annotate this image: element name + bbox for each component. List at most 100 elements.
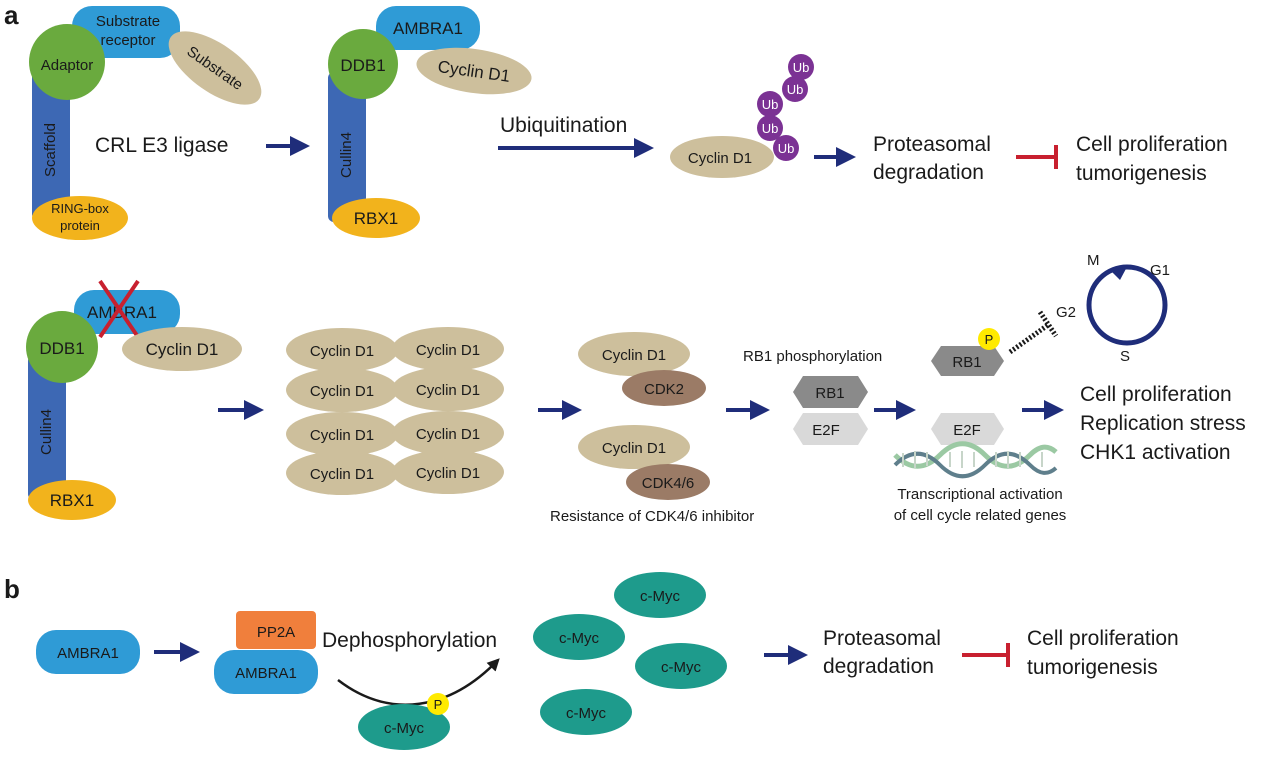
- adaptor-label: Adaptor: [41, 57, 94, 74]
- cmyc-shape: [635, 643, 727, 689]
- panel-label-a: a: [4, 0, 19, 30]
- cyclin-d1-substrate-shape: [416, 47, 532, 95]
- scaffold-label: Scaffold: [42, 123, 59, 177]
- cycle-m-label: M: [1087, 252, 1100, 269]
- proteasomal-line1: Proteasomal: [873, 133, 991, 156]
- ub-circle: [757, 91, 783, 117]
- dephosphorylation-label: Dephosphorylation: [322, 629, 497, 652]
- cyclin-d1-accum-shape: [392, 327, 504, 371]
- ddb1-shape: [328, 29, 398, 99]
- ambra1-pp2a-label: AMBRA1: [235, 665, 297, 682]
- ddb1-loss-label: DDB1: [39, 339, 84, 358]
- proteasomal-line2: degradation: [873, 161, 984, 184]
- cmyc-label: c-Myc: [661, 659, 701, 676]
- cyclin-d1-accum-label: Cyclin D1: [310, 343, 374, 360]
- cyclin-d1-ub-label: Cyclin D1: [688, 150, 752, 167]
- ring-box-label-line2: protein: [60, 218, 100, 233]
- free-e2f-hexagon: [931, 413, 1004, 445]
- cmyc-label: c-Myc: [559, 630, 599, 647]
- ub-text: Ub: [762, 121, 779, 136]
- ambra1-loss-shape: [74, 290, 180, 334]
- ambra1-b-label: AMBRA1: [57, 645, 119, 662]
- e2f-label: E2F: [812, 422, 840, 439]
- cyclin-d1-accum-shape: [392, 367, 504, 411]
- cyclin-d1-accum-shape: [286, 451, 398, 495]
- cyclin-d1-cdk46-shape: [578, 425, 690, 469]
- cyclin-d1-accum-shape: [286, 368, 398, 412]
- row3-outcome-line1: Cell proliferation: [1027, 627, 1179, 650]
- rb1-label: RB1: [815, 385, 844, 402]
- free-e2f-on-dna: E2F: [893, 413, 1058, 479]
- cyclin-d1-accum-shape: [392, 411, 504, 455]
- cmyc-label: c-Myc: [640, 588, 680, 605]
- cell-cycle-icon: M G1 G2 S: [1056, 252, 1170, 365]
- rb1-e2f-complex: RB1 E2F: [793, 376, 868, 445]
- cdk2-label: CDK2: [644, 381, 684, 398]
- ub-text: Ub: [762, 97, 779, 112]
- ub-text: Ub: [787, 82, 804, 97]
- scaffold-shape: [32, 70, 70, 220]
- cdk46-label: CDK4/6: [642, 475, 695, 492]
- phospho-rb1: RB1 P: [931, 328, 1004, 376]
- cell-cycle-ring: [1086, 264, 1168, 346]
- phospho-cmyc-label: c-Myc: [384, 720, 424, 737]
- prb1-hexagon: [931, 346, 1004, 376]
- crossed-out-mark: [98, 279, 140, 339]
- cyclin-d1-accum-label: Cyclin D1: [310, 427, 374, 444]
- prb1-label: RB1: [952, 354, 981, 371]
- pp2a-label: PP2A: [257, 624, 295, 641]
- rb1-hexagon: [793, 376, 868, 408]
- row2-outcome-2: Replication stress: [1080, 412, 1246, 435]
- cmyc-phosphate-label: P: [434, 697, 443, 712]
- row2-outcome-3: CHK1 activation: [1080, 441, 1231, 464]
- rbx1-label: RBX1: [354, 209, 398, 228]
- transcription-line1: Transcriptional activation: [897, 486, 1062, 503]
- ub-circle: [788, 54, 814, 80]
- phosphate-label: P: [985, 332, 994, 347]
- cell-cycle-arrowhead: [1112, 265, 1128, 280]
- cdk2-shape: [622, 370, 706, 406]
- ring-box-shape: [32, 196, 128, 240]
- ub-circle: [773, 135, 799, 161]
- cmyc-label: c-Myc: [566, 705, 606, 722]
- dephosphorylation-arrow: [337, 658, 500, 706]
- crl-e3-ligase-caption: CRL E3 ligase: [95, 134, 228, 157]
- pp2a-shape: [236, 611, 316, 649]
- cullin4-loss-label: Cullin4: [38, 409, 55, 455]
- ubiquitinated-cyclin-d1: Cyclin D1 Ub Ub Ub Ub Ub: [670, 54, 814, 178]
- substrate-shape: [168, 31, 262, 105]
- ddb1-label: DDB1: [340, 56, 385, 75]
- transcription-line2: of cell cycle related genes: [894, 507, 1067, 524]
- cdk46-shape: [626, 464, 710, 500]
- cycle-g1-label: G1: [1150, 262, 1170, 279]
- ub-text: Ub: [778, 141, 795, 156]
- cyclin-d1-free-shape: [122, 327, 242, 371]
- substrate-receptor-label-line1: Substrate: [96, 13, 160, 30]
- rb1-phosphorylation-label: RB1 phosphorylation: [743, 348, 882, 365]
- adaptor-shape: [29, 24, 105, 100]
- cmyc-shape: [614, 572, 706, 618]
- ubiquitination-label: Ubiquitination: [500, 114, 627, 137]
- ring-box-label-line1: RING-box: [51, 201, 109, 216]
- resistance-label: Resistance of CDK4/6 inhibitor: [550, 508, 754, 525]
- cyclin-d1-cdk2-shape: [578, 332, 690, 376]
- cmyc-cluster: c-Myc c-Myc c-Myc c-Myc: [533, 572, 727, 735]
- cullin4-shape: [328, 72, 366, 222]
- ambra1-label: AMBRA1: [393, 19, 463, 38]
- cyclin-d1-cdk2-label: Cyclin D1: [602, 347, 666, 364]
- cycle-s-label: S: [1120, 348, 1130, 365]
- cmyc-phosphate-circle: [427, 693, 449, 715]
- row3-outcome-line2: tumorigenesis: [1027, 656, 1158, 679]
- cyclin-d1-accumulation: Cyclin D1 Cyclin D1 Cyclin D1 Cyclin D1 …: [286, 327, 504, 495]
- ambra1-pp2a-complex: PP2A AMBRA1: [214, 611, 318, 694]
- cyclin-d1-accum-label: Cyclin D1: [416, 382, 480, 399]
- ub-circle: [782, 76, 808, 102]
- cycle-g2-label: G2: [1056, 304, 1076, 321]
- rbx1-shape: [332, 198, 420, 238]
- row3-proteasomal-line1: Proteasomal: [823, 627, 941, 650]
- panel-label-b: b: [4, 574, 20, 604]
- crl4-ambra1-complex: Cullin4 RBX1 AMBRA1 DDB1 Cyclin D1: [328, 6, 532, 238]
- crl4-ambra1-loss-complex: Cullin4 RBX1 AMBRA1 DDB1 Cyclin D1: [26, 279, 242, 520]
- crl-e3-ligase-complex: Scaffold RING-box protein Substrate rece…: [29, 6, 262, 240]
- rbx1-loss-shape: [28, 480, 116, 520]
